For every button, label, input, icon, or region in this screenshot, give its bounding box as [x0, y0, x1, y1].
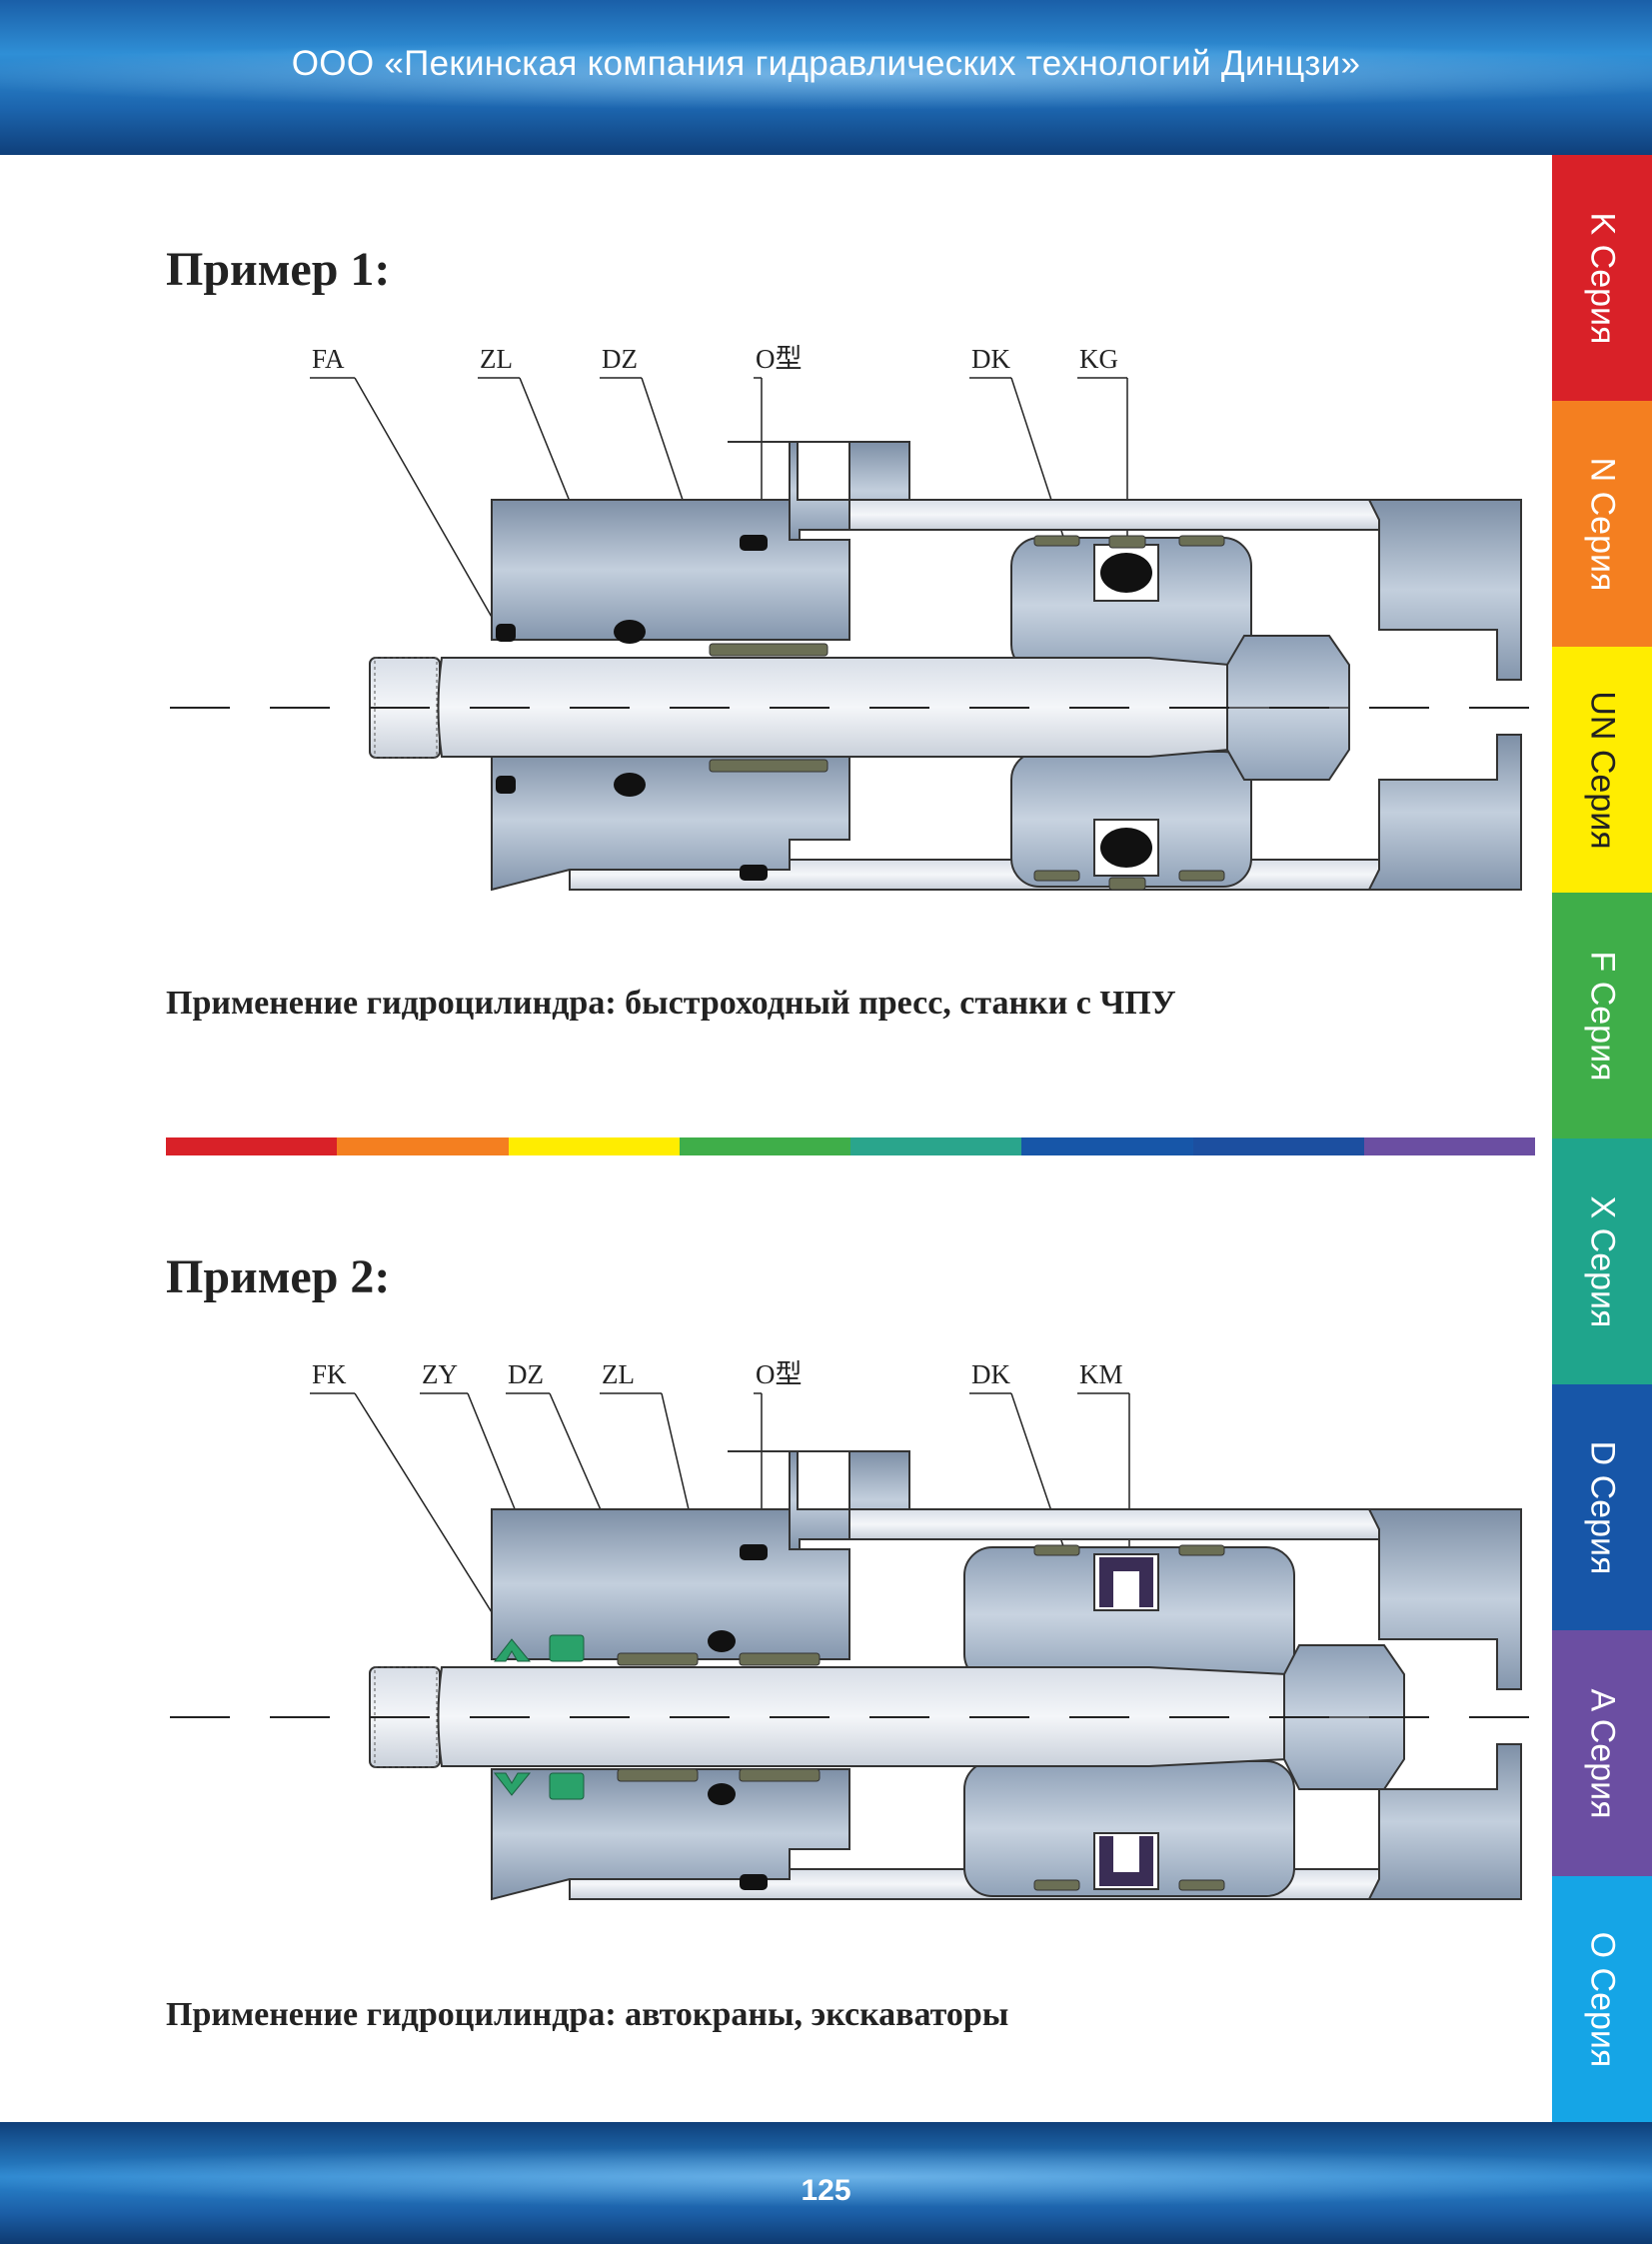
seal-label-o: O型 — [756, 344, 803, 374]
side-tab-label: O Серия — [1583, 1931, 1622, 2067]
cylinder-diagram-2: FK ZY DZ ZL O型 DK KM — [150, 1349, 1559, 1929]
side-tab-label: N Серия — [1583, 457, 1622, 591]
side-tab-n[interactable]: N Серия — [1552, 401, 1652, 647]
divider-segment — [1021, 1137, 1193, 1155]
example-2-title: Пример 2: — [166, 1250, 391, 1303]
series-side-tabs: K Серия N Серия UN Серия F Серия X Серия… — [1552, 155, 1652, 2122]
page-number: 125 — [801, 2174, 851, 2207]
seal-label-dk: DK — [971, 1359, 1010, 1389]
seal-label-dz: DZ — [508, 1359, 544, 1389]
side-tab-o[interactable]: O Серия — [1552, 1876, 1652, 2122]
company-title: ООО «Пекинская компания гидравлических т… — [291, 44, 1361, 83]
side-tab-x[interactable]: X Серия — [1552, 1138, 1652, 1384]
cylinder-section-drawing: FK ZY DZ ZL O型 DK KM — [170, 1359, 1559, 1901]
seal-label-zl: ZL — [602, 1359, 635, 1389]
header-sheen — [0, 40, 1652, 110]
cylinder-diagram-1: FA ZL DZ O型 DK KG — [150, 340, 1559, 920]
side-tab-label: UN Серия — [1583, 690, 1622, 850]
example-2-application: Применение гидроцилиндра: автокраны, экс… — [166, 1996, 1009, 2033]
side-tab-un[interactable]: UN Серия — [1552, 647, 1652, 893]
seal-label-zy: ZY — [422, 1359, 458, 1389]
header-banner: ООО «Пекинская компания гидравлических т… — [0, 0, 1652, 155]
seal-label-zl: ZL — [480, 344, 513, 374]
side-tab-label: F Серия — [1583, 951, 1622, 1081]
example-1-title: Пример 1: — [166, 243, 391, 296]
seal-label-dz: DZ — [602, 344, 638, 374]
footer-banner: 125 — [0, 2122, 1652, 2244]
cylinder-section-drawing: FA ZL DZ O型 DK KG — [170, 344, 1559, 892]
divider-segment — [508, 1137, 680, 1155]
divider-segment — [679, 1137, 850, 1155]
seal-label-fk: FK — [312, 1359, 347, 1389]
example-1-application: Применение гидроцилиндра: быстроходный п… — [166, 985, 1176, 1022]
divider-segment — [166, 1137, 338, 1155]
side-tab-a[interactable]: A Серия — [1552, 1630, 1652, 1876]
side-tab-label: D Серия — [1583, 1440, 1622, 1574]
divider-segment — [1192, 1137, 1364, 1155]
divider-segment — [1363, 1137, 1535, 1155]
seal-label-o: O型 — [756, 1359, 803, 1389]
side-tab-label: A Серия — [1583, 1687, 1622, 1819]
divider-segment — [850, 1137, 1022, 1155]
seal-label-km: KM — [1079, 1359, 1123, 1389]
seal-label-fa: FA — [312, 344, 345, 374]
side-tab-k[interactable]: K Серия — [1552, 155, 1652, 401]
side-tab-label: K Серия — [1583, 212, 1622, 344]
seal-label-kg: KG — [1079, 344, 1118, 374]
side-tab-f[interactable]: F Серия — [1552, 893, 1652, 1138]
seal-label-dk: DK — [971, 344, 1010, 374]
side-tab-label: X Серия — [1583, 1195, 1622, 1327]
divider-segment — [337, 1137, 509, 1155]
footer-sheen — [0, 2147, 1652, 2207]
side-tab-d[interactable]: D Серия — [1552, 1384, 1652, 1630]
rainbow-divider — [166, 1137, 1535, 1155]
